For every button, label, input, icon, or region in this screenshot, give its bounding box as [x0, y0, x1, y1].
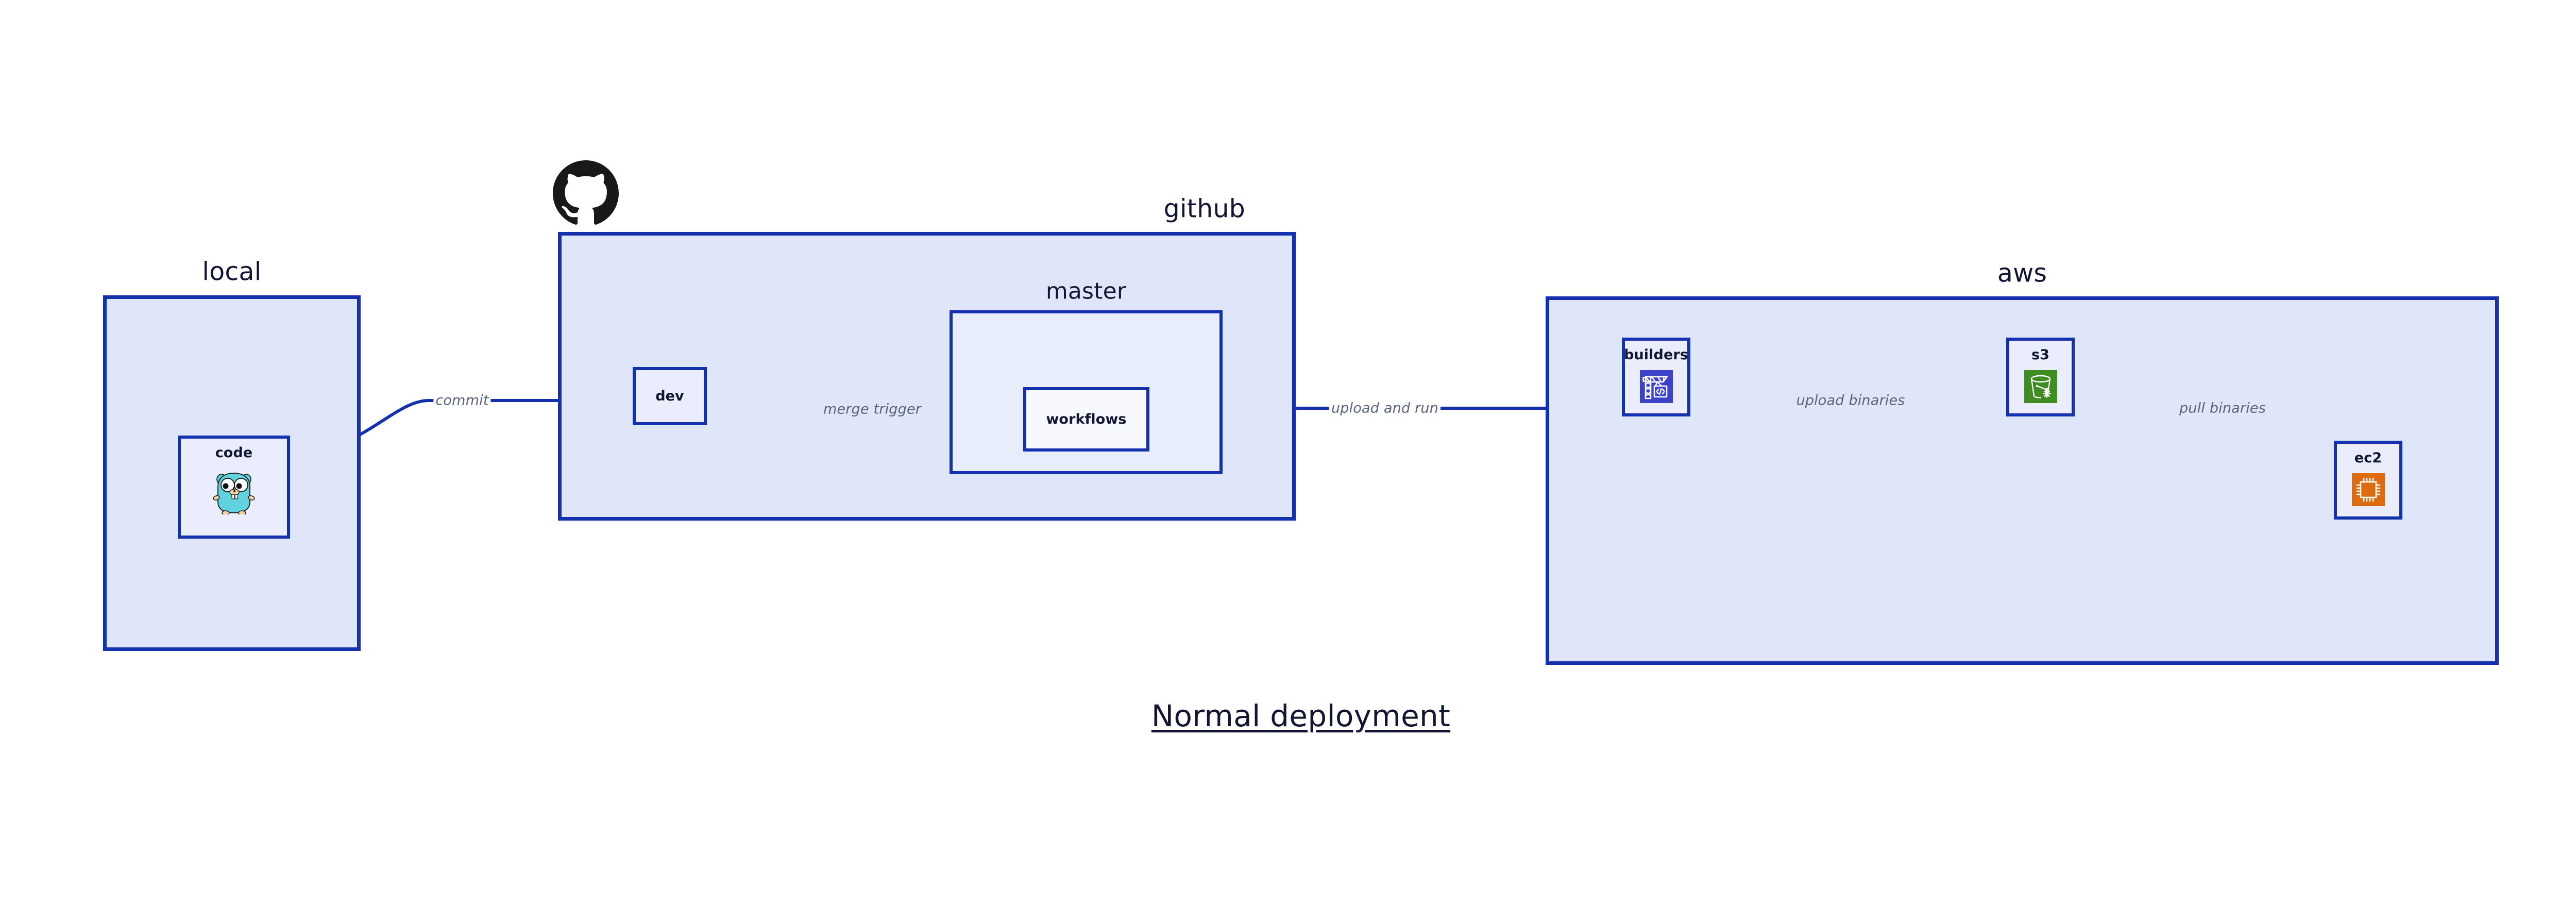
edge-label-commit: commit: [433, 392, 491, 409]
node-label-workflows: workflows: [1046, 411, 1127, 427]
node-label-ec2: ec2: [2354, 450, 2382, 466]
group-label-master: master: [1045, 278, 1127, 305]
node-workflows[interactable]: workflows: [1023, 387, 1149, 452]
go-gopher-icon: [212, 468, 256, 515]
aws-ec2-chip-icon: [2351, 473, 2385, 506]
edge-label-upload-binaries: upload binaries: [1794, 392, 1907, 409]
github-octocat-logo: [553, 160, 619, 225]
group-label-aws: aws: [1997, 258, 2047, 288]
aws-codebuild-crane-icon: [1639, 370, 1673, 403]
group-label-local: local: [202, 257, 262, 287]
node-ec2[interactable]: ec2: [2334, 441, 2402, 520]
edge-label-merge-trigger: merge trigger: [821, 401, 924, 417]
node-label-builders: builders: [1624, 347, 1688, 363]
node-label-s3: s3: [2031, 347, 2050, 363]
node-code[interactable]: code: [178, 436, 290, 539]
node-s3[interactable]: s3: [2006, 338, 2075, 416]
node-label-dev: dev: [655, 388, 684, 404]
edge-label-pull-binaries: pull binaries: [2177, 400, 2268, 416]
aws-s3-bucket-icon: [2024, 370, 2057, 403]
diagram-title: Normal deployment: [1151, 698, 1451, 733]
node-label-code: code: [215, 445, 253, 461]
node-builders[interactable]: builders: [1622, 338, 1690, 416]
node-dev[interactable]: dev: [633, 367, 707, 425]
group-label-github: github: [1163, 194, 1245, 224]
edge-label-upload-and-run: upload and run: [1329, 400, 1441, 416]
